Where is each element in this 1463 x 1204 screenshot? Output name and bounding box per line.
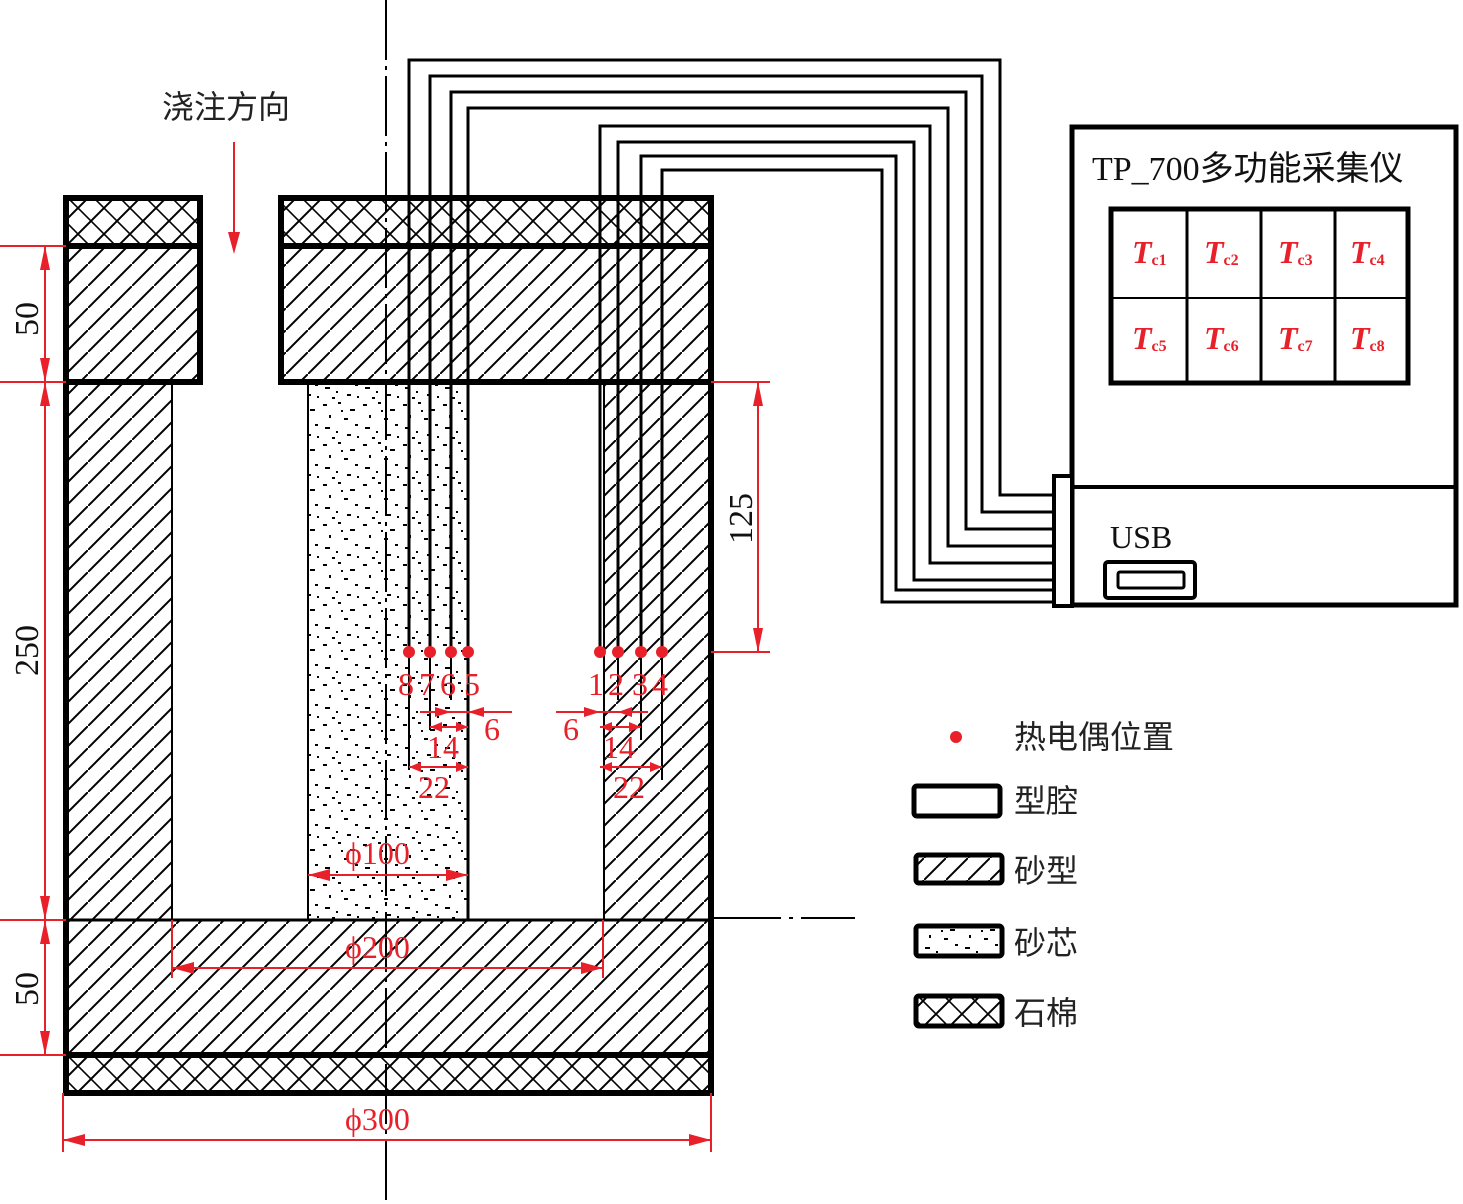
channel-tc7: Tc7 — [1278, 320, 1313, 356]
legend-dot-icon — [950, 731, 962, 743]
dim-cavity-height: 250 — [9, 625, 46, 676]
casting-mold — [63, 0, 855, 1200]
usb-port-icon — [1103, 560, 1197, 600]
channel-tc2: Tc2 — [1204, 234, 1239, 270]
bottom-asbestos — [66, 1055, 711, 1093]
dim-right-14: 14 — [603, 729, 635, 765]
dim-cavity-diameter: ϕ200 — [345, 929, 410, 965]
tc-label-2: 2 — [608, 666, 624, 702]
tc-label-6: 6 — [440, 666, 456, 702]
thermocouple-points — [403, 646, 668, 658]
wire-connector — [1052, 474, 1074, 608]
legend-label-sand-mold: 砂型 — [1014, 852, 1078, 890]
dim-left-22: 22 — [418, 769, 450, 805]
channel-tc4: Tc4 — [1350, 234, 1385, 270]
tc-label-4: 4 — [652, 666, 668, 702]
top-right-sand-block — [281, 246, 711, 382]
thermocouple-7 — [424, 646, 436, 658]
thermocouple-1 — [594, 646, 606, 658]
instrument-title: TP_700多功能采集仪 — [1092, 150, 1404, 188]
legend-cavity-swatch — [911, 783, 1003, 819]
dim-thermocouple-depth: 125 — [723, 493, 760, 544]
top-right-asbestos — [281, 198, 711, 246]
tc-label-8: 8 — [398, 666, 414, 702]
dim-outer-diameter: ϕ300 — [345, 1101, 410, 1137]
acquisition-instrument: TP_700多功能采集仪 Tc1 Tc2 Tc3 Tc4 Tc5 Tc6 Tc7… — [1052, 124, 1459, 608]
thermocouple-wires — [407, 58, 1058, 780]
thermocouple-5 — [462, 646, 474, 658]
legend-asbestos-swatch — [913, 993, 1005, 1029]
dim-right-offset: 6 — [563, 711, 579, 747]
dim-right-22: 22 — [613, 769, 645, 805]
legend: 热电偶位置 型腔 砂型 砂芯 石棉 — [911, 718, 1174, 1032]
pouring-arrow-icon — [228, 232, 240, 254]
dim-left-offset: 6 — [484, 711, 500, 747]
dim-left-14: 14 — [427, 729, 459, 765]
tc-label-7: 7 — [419, 666, 435, 702]
legend-label-asbestos: 石棉 — [1014, 994, 1078, 1032]
tc-label-3: 3 — [632, 666, 648, 702]
top-left-sand-block — [66, 246, 200, 382]
thermocouple-6 — [445, 646, 457, 658]
channel-tc6: Tc6 — [1204, 320, 1239, 356]
legend-label-cavity: 型腔 — [1014, 782, 1078, 820]
channel-tc5: Tc5 — [1132, 320, 1167, 356]
thermocouple-2 — [612, 646, 624, 658]
thermocouple-4 — [656, 646, 668, 658]
top-left-asbestos — [66, 198, 200, 246]
legend-label-thermocouple: 热电偶位置 — [1014, 718, 1174, 756]
sand-core — [308, 382, 468, 920]
channel-tc1: Tc1 — [1132, 234, 1167, 270]
legend-sand-mold-swatch — [913, 852, 1005, 886]
channel-tc8: Tc8 — [1350, 320, 1385, 356]
usb-label: USB — [1110, 519, 1172, 555]
thermocouple-3 — [635, 646, 647, 658]
tc-label-1: 1 — [588, 666, 604, 702]
dimensions — [0, 142, 770, 1152]
legend-sand-core-swatch — [913, 923, 1005, 959]
legend-label-sand-core: 砂芯 — [1014, 924, 1078, 962]
left-sand-wall — [66, 382, 172, 920]
tc-label-5: 5 — [464, 666, 480, 702]
dim-core-diameter: ϕ100 — [345, 835, 410, 871]
dim-bottom-height: 50 — [9, 972, 46, 1006]
channel-tc3: Tc3 — [1278, 234, 1313, 270]
pouring-direction-label: 浇注方向 — [162, 88, 290, 126]
dim-top-height: 50 — [9, 302, 46, 336]
thermocouple-8 — [403, 646, 415, 658]
